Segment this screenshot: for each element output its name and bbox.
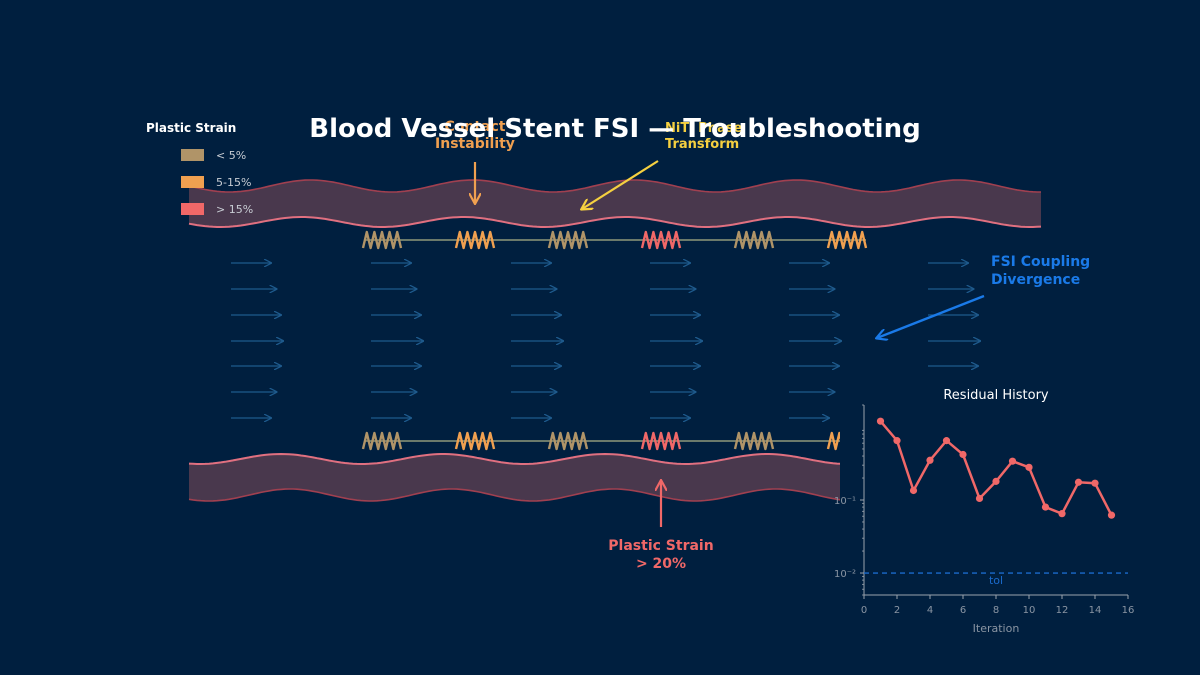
vessel-wall-bottom — [188, 452, 862, 502]
chart-title: Residual History — [943, 388, 1049, 403]
fsi-arrow — [877, 294, 985, 338]
x-tick-label: 14 — [1089, 605, 1102, 616]
x-tick-label: 12 — [1056, 605, 1069, 616]
legend-swatch-high — [181, 203, 204, 215]
tolerance-label: tol — [989, 574, 1003, 587]
niti-arrow — [582, 160, 659, 209]
fsi-label-line2: Divergence — [991, 272, 1080, 288]
residual-point — [909, 486, 918, 495]
page-title: Blood Vessel Stent FSI — Troubleshooting — [309, 114, 920, 144]
residual-point — [975, 494, 984, 503]
residual-point — [926, 456, 934, 464]
x-tick-label: 6 — [960, 605, 966, 616]
stent-crown-low — [733, 431, 775, 451]
x-tick-label: 16 — [1122, 605, 1135, 616]
stent-crown-low — [361, 230, 403, 250]
residual-point — [1041, 503, 1050, 511]
stent-crown-low — [547, 431, 589, 451]
vessel-wall-top — [188, 179, 1042, 228]
residual-point — [893, 437, 901, 445]
residual-point — [876, 417, 885, 425]
vessel-outer-edge — [188, 179, 1041, 193]
y-tick-label: 10⁻² — [834, 569, 856, 580]
residual-point — [1107, 511, 1116, 519]
fsi-label-line1: FSI Coupling — [991, 254, 1090, 270]
residual-point — [1058, 510, 1066, 518]
legend-swatch-low — [181, 149, 204, 161]
x-tick-label: 10 — [1023, 605, 1036, 616]
vessel-lumen-edge — [188, 216, 1042, 228]
strain-label-line1: Plastic Strain — [608, 538, 713, 554]
stent-crown-high — [640, 431, 682, 451]
legend-swatch-mid — [181, 176, 204, 188]
annotation-fsi-divergence: FSI Coupling Divergence — [877, 254, 1090, 338]
contact-label-line1: Contact — [445, 119, 506, 135]
vessel-lumen-edge — [188, 452, 862, 465]
stent-crown-low — [733, 230, 775, 250]
legend-label-high: > 15% — [216, 203, 253, 216]
niti-label-line2: Transform — [665, 137, 739, 152]
stent-crown-mid — [454, 230, 496, 250]
annotation-niti-phase: NiTi Phase Transform — [582, 121, 742, 209]
stent-row-top — [361, 230, 868, 250]
residual-point — [1074, 478, 1083, 486]
strain-label-line2: > 20% — [636, 556, 686, 572]
x-tick-label: 4 — [927, 605, 933, 616]
chart-x-ticks: 0 2 4 6 8 10 12 14 16 — [861, 595, 1135, 616]
residual-point — [959, 450, 967, 459]
legend-label-mid: 5-15% — [216, 176, 251, 189]
contact-label-line2: Instability — [435, 136, 515, 152]
residual-points — [876, 417, 1116, 519]
chart-background — [840, 380, 1140, 650]
residual-point — [942, 437, 951, 445]
residual-point — [1091, 479, 1099, 487]
stent-crown-low — [361, 431, 403, 451]
y-tick-label: 10⁻¹ — [834, 496, 856, 507]
vessel-outer-edge — [188, 488, 862, 502]
stent-row-bottom — [361, 431, 868, 451]
residual-point — [992, 477, 1000, 485]
stent-crown-mid — [826, 230, 868, 250]
stent-crown-high — [640, 230, 682, 250]
legend: Plastic Strain < 5% 5-15% > 15% — [146, 121, 253, 216]
flow-field — [231, 263, 980, 418]
residual-point — [1008, 457, 1017, 465]
vessel-wall-fill — [189, 454, 861, 501]
legend-title: Plastic Strain — [146, 121, 236, 135]
annotation-plastic-strain: Plastic Strain > 20% — [608, 481, 714, 572]
niti-label-line1: NiTi Phase — [665, 121, 742, 136]
annotation-contact-instability: Contact Instability — [435, 119, 515, 203]
residual-point — [1025, 463, 1033, 471]
chart-x-axis-label: Iteration — [973, 622, 1020, 635]
x-tick-label: 2 — [894, 605, 900, 616]
x-tick-label: 8 — [993, 605, 999, 616]
stent-crown-mid — [454, 431, 496, 451]
x-tick-label: 0 — [861, 605, 867, 616]
stent-crown-low — [547, 230, 589, 250]
legend-label-low: < 5% — [216, 149, 246, 162]
